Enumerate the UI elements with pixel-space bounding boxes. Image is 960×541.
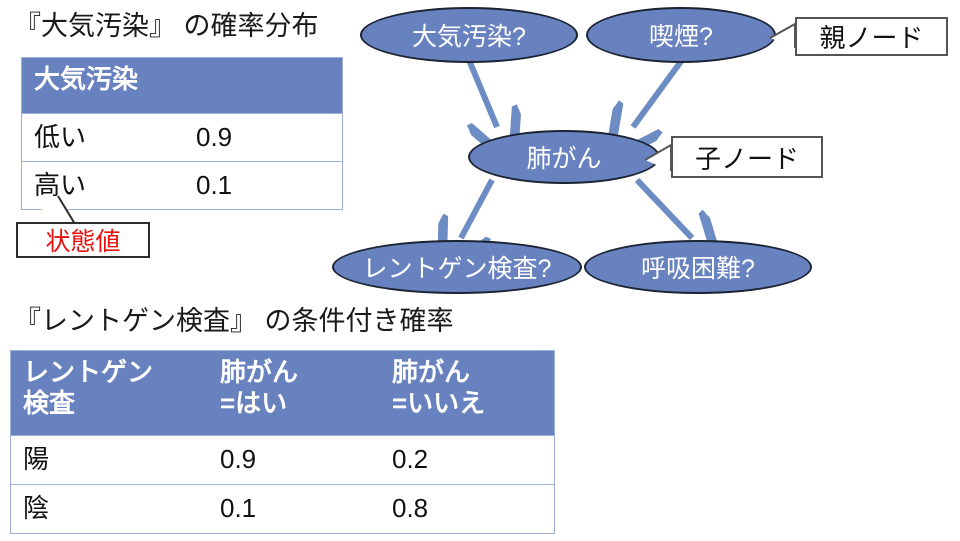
table-header-xray-test-line1: レントゲン <box>23 357 154 387</box>
table-header-cancer-yes: 肺がん =はい <box>208 350 380 436</box>
table-row: 陽 0.9 0.2 <box>10 435 555 485</box>
cell-xray-positive-cancer-yes: 0.9 <box>208 435 380 485</box>
table-header-cancer-no-line2: =いいえ <box>392 387 486 418</box>
table-header-air-pollution-blank <box>184 57 343 114</box>
edge-cancer-to-dyspnea <box>634 177 692 238</box>
state-value-callout-label: 状態値 <box>45 228 121 256</box>
table-header-cancer-yes-line2: =はい <box>220 387 288 418</box>
node-lung-cancer-label: 肺がん <box>526 145 602 173</box>
node-air-pollution[interactable]: 大気汚染? <box>360 7 578 63</box>
node-smoking-label: 喫煙? <box>649 23 713 51</box>
table-header-cancer-no: 肺がん =いいえ <box>380 350 555 436</box>
edge-pollution-to-cancer <box>466 58 497 127</box>
xray-section-title: 『レントゲン検査』 の条件付き確率 <box>14 306 454 336</box>
table-header-air-pollution: 大気汚染 <box>21 57 184 114</box>
edge-cancer-to-xray <box>461 178 495 238</box>
cell-air-prob-high: 0.1 <box>184 161 343 210</box>
table-row: 高い 0.1 <box>21 161 343 210</box>
state-value-callout: 状態値 <box>16 222 150 258</box>
table-header-row: レントゲン 検査 肺がん =はい 肺がん =いいえ <box>10 350 555 436</box>
cell-air-state-low: 低い <box>21 113 184 162</box>
annotation-parent-node: 親ノード <box>795 17 948 56</box>
node-xray-test-label: レントゲン検査? <box>362 255 552 283</box>
annotation-parent-node-label: 親ノード <box>819 23 924 53</box>
cell-xray-negative-cancer-yes: 0.1 <box>208 484 380 534</box>
annotation-child-node-label: 子ノード <box>694 143 799 174</box>
node-dyspnea-label: 呼吸困難? <box>641 255 755 283</box>
annotation-child-node: 子ノード <box>671 136 823 178</box>
cell-xray-positive-cancer-no: 0.2 <box>380 435 555 485</box>
xray-conditional-probability-table: レントゲン 検査 肺がん =はい 肺がん =いいえ 陽 0.9 0.2 <box>10 350 555 534</box>
air-pollution-probability-table: 大気汚染 低い 0.9 高い 0.1 <box>21 57 343 210</box>
cell-air-prob-low: 0.9 <box>184 113 343 162</box>
cell-xray-state-negative: 陰 <box>10 484 208 534</box>
table-header-cancer-no-line1: 肺がん <box>392 357 471 387</box>
cell-xray-negative-cancer-no: 0.8 <box>380 484 555 534</box>
air-pollution-section-title: 『大気汚染』 の確率分布 <box>14 11 319 41</box>
table-header-xray-test-line2: 検査 <box>23 387 76 418</box>
node-smoking[interactable]: 喫煙? <box>586 7 776 63</box>
table-header-row: 大気汚染 <box>21 57 343 114</box>
table-header-cancer-yes-line1: 肺がん <box>220 357 299 387</box>
cell-xray-state-positive: 陽 <box>10 435 208 485</box>
table-row: 陰 0.1 0.8 <box>10 484 555 534</box>
table-header-xray-test: レントゲン 検査 <box>10 350 208 436</box>
edge-smoking-to-cancer <box>633 58 685 127</box>
node-air-pollution-label: 大気汚染? <box>412 23 526 51</box>
table-row: 低い 0.9 <box>21 113 343 162</box>
node-xray-test[interactable]: レントゲン検査? <box>332 240 582 294</box>
node-dyspnea[interactable]: 呼吸困難? <box>584 240 812 294</box>
node-lung-cancer[interactable]: 肺がん <box>468 130 660 184</box>
